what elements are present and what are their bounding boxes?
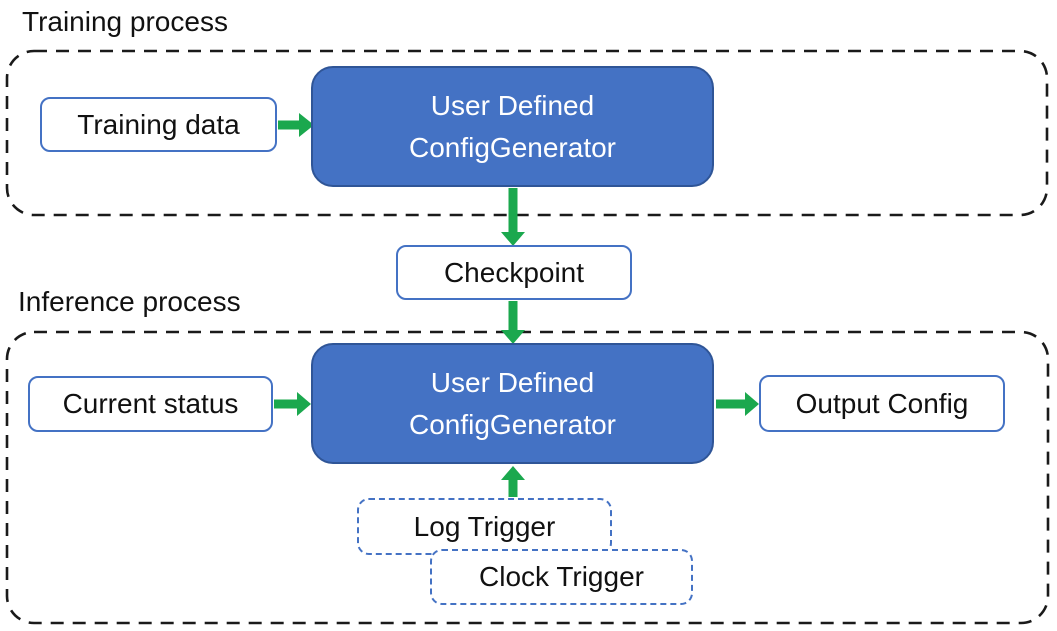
- checkpoint-label: Checkpoint: [443, 256, 585, 288]
- log-trigger-node: Log Trigger: [357, 498, 612, 555]
- training-process-label: Training process: [22, 6, 228, 37]
- inference-config-generator-node: User Defined ConfigGenerator: [311, 343, 714, 464]
- current-status-node: Current status: [28, 376, 273, 432]
- training-config-generator-node: User Defined ConfigGenerator: [311, 66, 714, 187]
- training-data-label: Training data: [77, 108, 240, 140]
- arrow-current-status-to-generator: [274, 392, 311, 416]
- training-config-generator-label-line1: User Defined: [430, 89, 595, 121]
- clock-trigger-label: Clock Trigger: [479, 561, 644, 592]
- checkpoint-node: Checkpoint: [396, 245, 632, 300]
- arrow-training-data-to-generator: [278, 113, 314, 137]
- training-process-container: [5, 49, 1049, 217]
- output-config-node: Output Config: [759, 375, 1005, 432]
- inference-process-container: [5, 330, 1050, 625]
- arrow-checkpoint-to-inference-generator: [501, 301, 525, 344]
- inference-config-generator-label-line2: ConfigGenerator: [408, 408, 616, 440]
- inference-process-label: Inference process: [18, 286, 241, 317]
- clock-trigger-node: Clock Trigger: [430, 549, 693, 605]
- current-status-label: Current status: [62, 388, 239, 419]
- training-data-node: Training data: [40, 97, 277, 152]
- output-config-label: Output Config: [795, 387, 969, 419]
- arrow-generator-to-output-config: [716, 392, 759, 416]
- log-trigger-label: Log Trigger: [413, 510, 556, 542]
- training-config-generator-label-line2: ConfigGenerator: [408, 131, 616, 163]
- arrow-generator-to-checkpoint: [501, 188, 525, 246]
- arrow-log-trigger-to-generator: [501, 466, 525, 497]
- inference-config-generator-label-line1: User Defined: [430, 366, 595, 398]
